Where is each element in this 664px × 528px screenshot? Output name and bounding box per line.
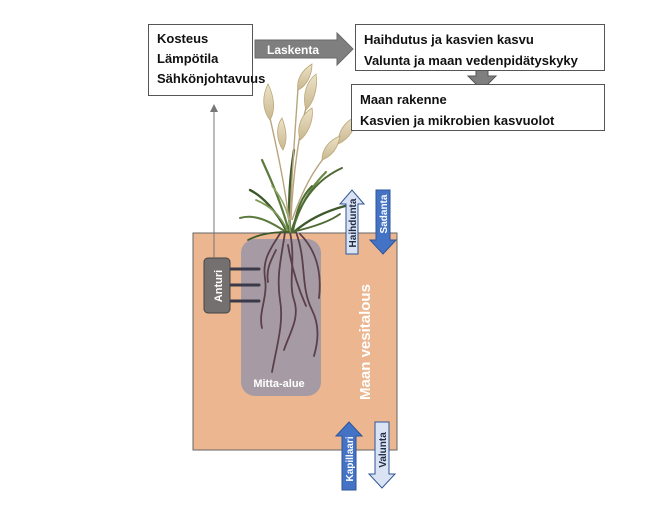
- processes-box: Haihdutus ja kasvien kasvu Valunta ja ma…: [355, 24, 605, 71]
- evaporation-label: Haihdunta: [348, 198, 359, 247]
- measured-variable-conductivity: Sähkönjohtavuus: [157, 71, 266, 86]
- process-down-arrow: [466, 69, 498, 91]
- growth-conditions-line: Kasvien ja mikrobien kasvuolot: [360, 113, 555, 128]
- process-evaporation-growth: Haihdutus ja kasvien kasvu: [364, 32, 534, 47]
- soil-structure-box: Maan rakenne Kasvien ja mikrobien kasvuo…: [351, 84, 605, 131]
- measured-variables-box: Kosteus Lämpötila Sähkönjohtavuus: [148, 24, 266, 96]
- capillary-arrow: [334, 421, 364, 491]
- calc-arrow: [254, 31, 354, 67]
- plant-grass: [239, 148, 347, 241]
- measured-variable-moisture: Kosteus: [157, 31, 209, 46]
- evaporation-arrow: [338, 189, 366, 255]
- sensor-probes: [228, 267, 261, 303]
- measurement-area-label: Mitta-alue: [253, 378, 304, 390]
- sensor-link-arrowhead: [210, 104, 218, 112]
- sensor-body: [203, 257, 231, 314]
- runoff-arrow: [367, 421, 397, 489]
- runoff-label: Valunta: [378, 432, 389, 468]
- sensor-label: Anturi: [213, 270, 225, 302]
- calc-arrow-label: Laskenta: [267, 43, 319, 57]
- precipitation-label: Sadanta: [379, 194, 390, 233]
- capillary-label: Kapillaari: [345, 436, 356, 481]
- soil-structure-line: Maan rakenne: [360, 92, 447, 107]
- soil-water-balance-label: Maan vesitalous: [357, 284, 374, 400]
- plant-roots: [260, 231, 321, 373]
- process-runoff-retention: Valunta ja maan vedenpidätyskyky: [364, 53, 578, 68]
- plant-plumes: [263, 63, 359, 161]
- precipitation-arrow: [368, 189, 398, 255]
- measured-variable-temperature: Lämpötila: [157, 51, 219, 66]
